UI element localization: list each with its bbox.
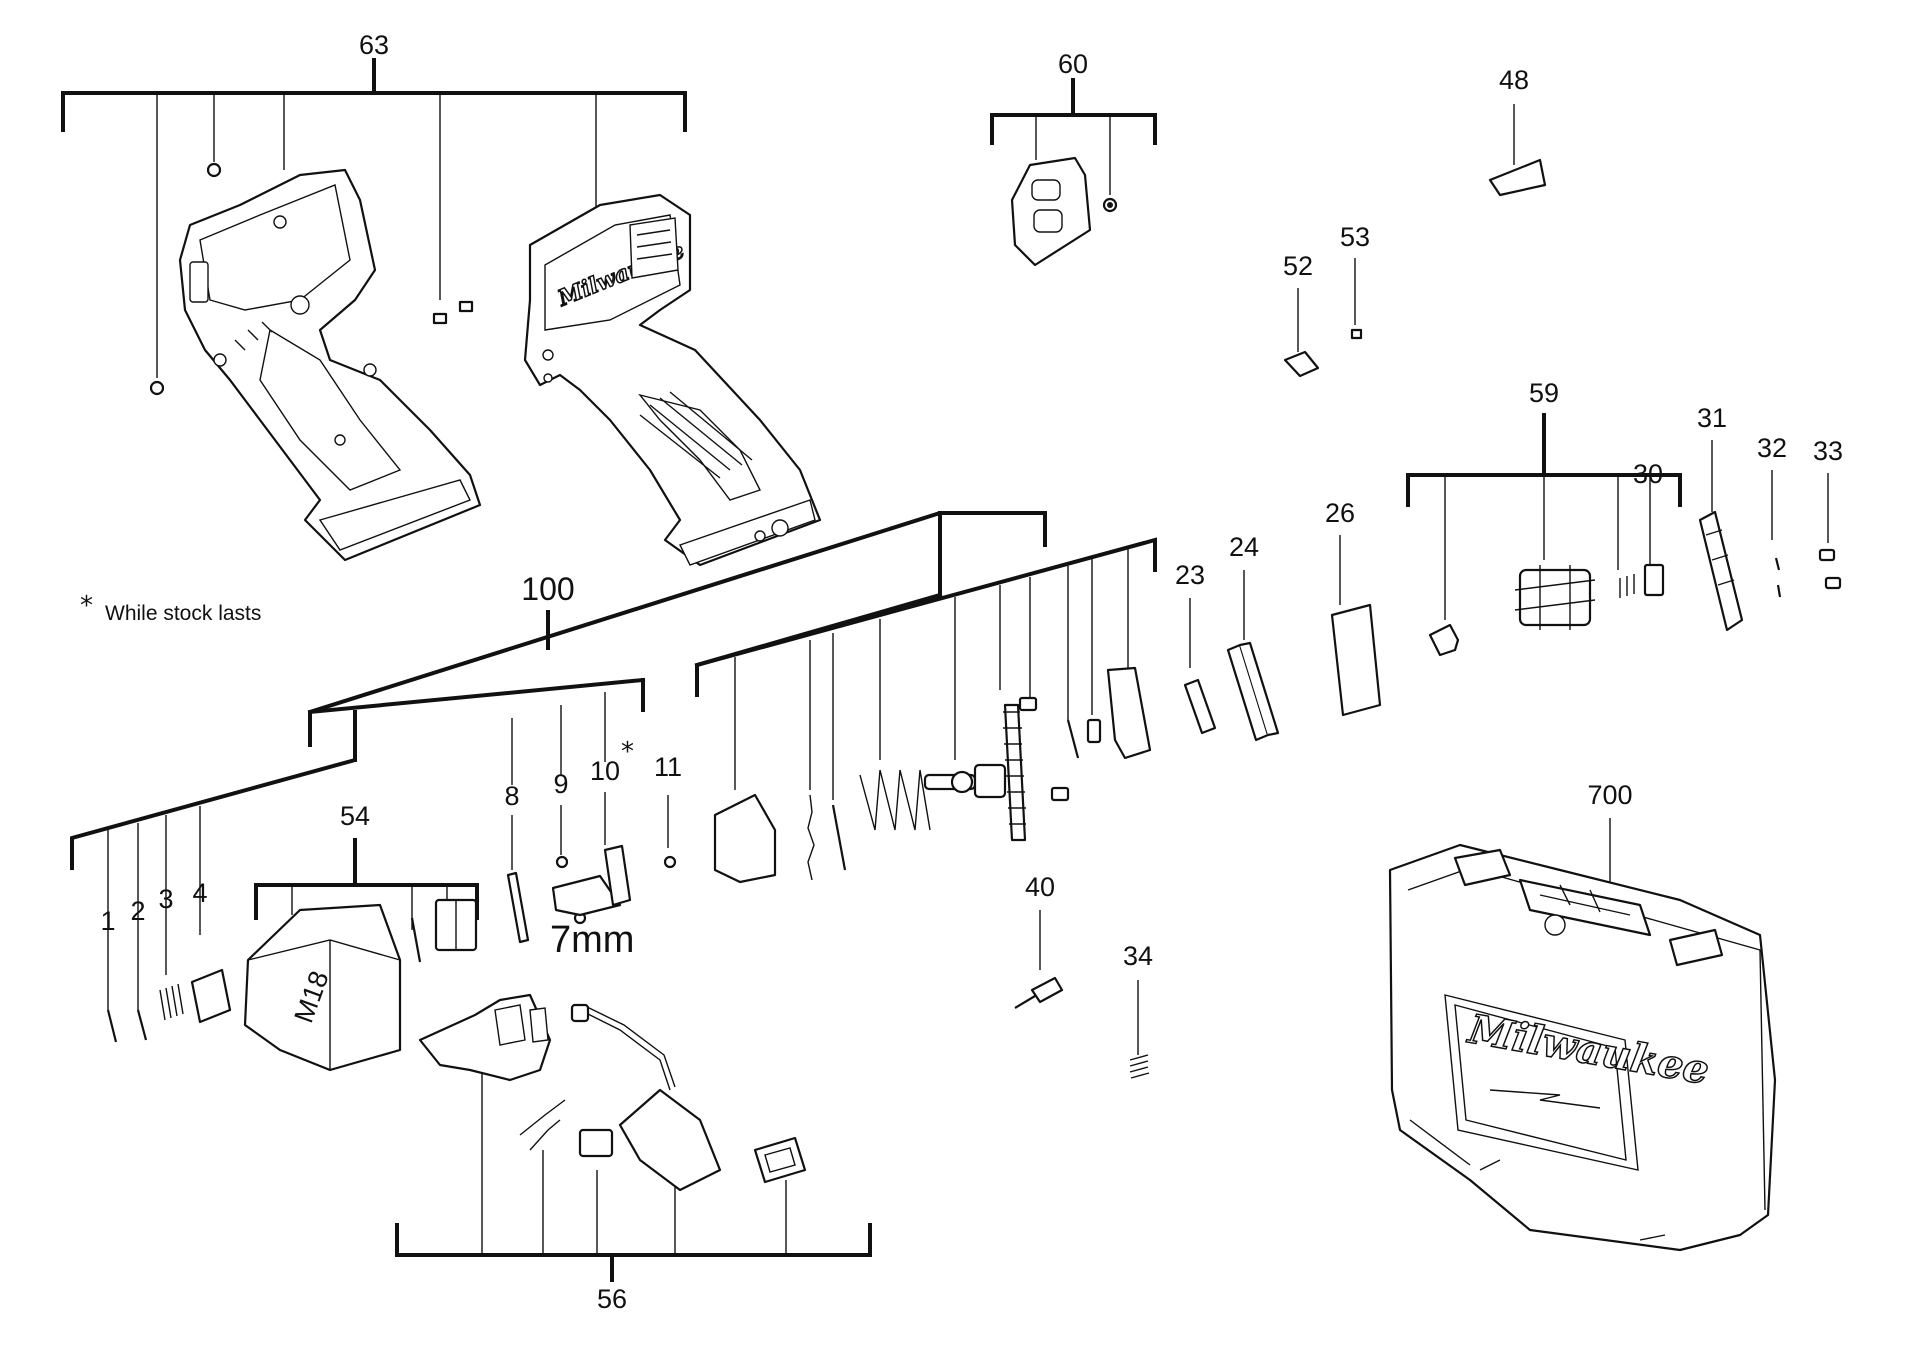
part-23: 23 (1175, 560, 1217, 735)
part-48: 48 (1488, 65, 1547, 197)
nut-63a (432, 312, 448, 325)
part-10-star: * (621, 737, 634, 767)
part-31: 31 (1697, 403, 1744, 632)
part-700-case: 700 Milwaukee (1388, 780, 1777, 1252)
bracket-60 (990, 78, 1157, 145)
bracket-100 (308, 511, 1047, 747)
part-24: 24 (1226, 532, 1280, 742)
part-53: 53 (1340, 222, 1370, 340)
label-26: 26 (1325, 498, 1355, 528)
label-33: 33 (1813, 436, 1843, 466)
label-2: 2 (130, 896, 145, 926)
housing-half-right: Milwaukee (523, 193, 822, 567)
group-59: 59 (1406, 378, 1682, 657)
part-59-brush-holder (1518, 568, 1592, 627)
label-3: 3 (158, 884, 173, 914)
case-handle (1518, 878, 1652, 937)
label-54: 54 (340, 801, 370, 831)
part-54-motor-housing (243, 903, 402, 1072)
label-1: 1 (100, 906, 115, 936)
housing-half-left (178, 168, 482, 562)
part-52: 52 (1283, 251, 1320, 378)
note-star: * (80, 591, 93, 621)
label-23: 23 (1175, 560, 1205, 590)
label-34: 34 (1123, 941, 1153, 971)
part-34: 34 (1123, 941, 1153, 1079)
screw-63a (206, 162, 222, 178)
label-63: 63 (359, 30, 389, 60)
case-latch-right (1668, 928, 1724, 967)
label-31: 31 (1697, 403, 1727, 433)
part-3: 3 (158, 884, 184, 1021)
screw-63b (149, 380, 165, 396)
gear-train-parts (713, 548, 1152, 884)
label-48: 48 (1499, 65, 1529, 95)
part-26: 26 (1325, 498, 1382, 717)
part-anvil-block (713, 793, 777, 884)
part-gear-bracket (1106, 666, 1152, 760)
part-56-trigger (418, 993, 552, 1082)
label-59: 59 (1529, 378, 1559, 408)
part-56-pcb (618, 1088, 722, 1192)
part-planet-gear (1003, 703, 1027, 842)
bracket-54 (254, 838, 479, 920)
label-4: 4 (192, 878, 207, 908)
label-32: 32 (1757, 433, 1787, 463)
group-54-motor: 54 M18 (243, 801, 479, 1072)
part-9: 9 (553, 705, 587, 925)
group-56-switch: 56 (395, 993, 872, 1314)
label-700: 700 (1587, 780, 1632, 810)
group-63-housing: 63 Milwaukee (61, 30, 822, 567)
bracket-left (70, 678, 645, 870)
group-100: 100 (70, 511, 1157, 870)
part-59-bushing (1428, 623, 1460, 657)
label-24: 24 (1229, 532, 1259, 562)
label-40: 40 (1025, 872, 1055, 902)
label-52: 52 (1283, 251, 1313, 281)
part-4: 4 (190, 878, 232, 1024)
note-while-stock-lasts: While stock lasts (105, 602, 261, 625)
bracket-right (695, 537, 1157, 697)
label-56: 56 (597, 1284, 627, 1314)
part-33: 33 (1813, 436, 1843, 590)
part-11: 11 (654, 752, 682, 869)
size-7mm: 7mm (550, 919, 634, 961)
part-32: 32 (1757, 433, 1787, 598)
label-9: 9 (553, 769, 568, 799)
part-8: 8 (504, 718, 530, 944)
label-53: 53 (1340, 222, 1370, 252)
part-40: 40 (1014, 872, 1064, 1009)
bracket-63 (61, 58, 687, 132)
bracket-56 (395, 1223, 872, 1282)
case-latch-left (1453, 848, 1512, 887)
part-coil-spring (859, 769, 931, 831)
bracket-59 (1406, 413, 1682, 507)
part-10: 10 * (551, 692, 634, 917)
label-11: 11 (654, 752, 682, 782)
part-1: 1 (100, 906, 118, 1043)
part-56-small-switch (578, 1128, 614, 1158)
part-2: 2 (130, 896, 148, 1041)
label-60: 60 (1058, 49, 1088, 79)
group-60: 60 (990, 49, 1157, 267)
label-30: 30 (1633, 459, 1663, 489)
nut-63b (458, 300, 474, 313)
label-8: 8 (504, 781, 519, 811)
label-100: 100 (521, 571, 574, 607)
